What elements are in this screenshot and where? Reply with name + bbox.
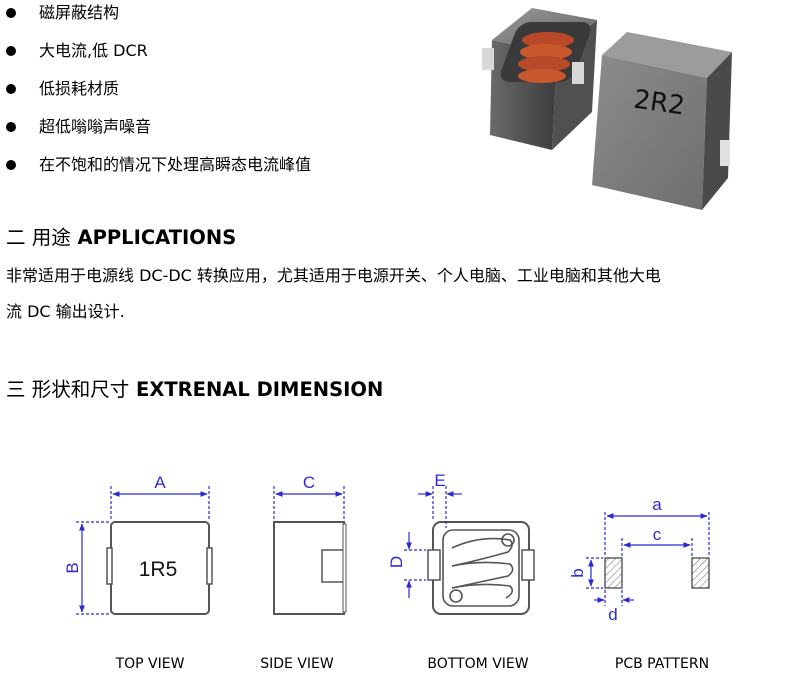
dim-label-D: D: [387, 556, 406, 568]
pcb-pattern-drawing: a c b d: [568, 495, 710, 624]
dim-label-c: c: [653, 525, 662, 544]
dim-label-b: b: [568, 568, 587, 577]
applications-heading-zh: 二 用途: [6, 226, 71, 249]
view-label-side: SIDE VIEW: [260, 656, 334, 672]
applications-line-1: 非常适用于电源线 DC-DC 转换应用，尤其适用于电源开关、个人电脑、工业电脑和…: [6, 266, 661, 285]
inductor-top-view-photo: 2R2: [592, 32, 732, 210]
feature-text: 在不饱和的情况下处理高瞬态电流峰值: [39, 155, 312, 174]
feature-item: 低损耗材质: [6, 76, 426, 114]
feature-text: 超低嗡嗡声噪音: [39, 117, 152, 136]
feature-item: 超低嗡嗡声噪音: [6, 114, 426, 152]
feature-text: 大电流,低 DCR: [39, 41, 148, 60]
bullet-icon: [6, 46, 16, 56]
dim-label-d: d: [608, 605, 617, 624]
view-label-bottom: BOTTOM VIEW: [427, 656, 529, 672]
feature-item: 大电流,低 DCR: [6, 38, 426, 76]
product-photo: 2R2: [482, 8, 732, 210]
dim-label-C: C: [303, 473, 315, 492]
bullet-icon: [6, 160, 16, 170]
inductor-bottom-view-photo: [482, 8, 597, 150]
applications-heading: 二 用途 APPLICATIONS: [6, 224, 236, 252]
bullet-icon: [6, 84, 16, 94]
dimension-drawing: 1R5 A B C: [63, 471, 710, 624]
feature-item: 磁屏蔽结构: [6, 0, 426, 38]
dimension-heading-zh: 三 形状和尺寸: [6, 378, 130, 401]
dim-label-a: a: [652, 495, 662, 514]
dimension-heading-en: EXTRENAL DIMENSION: [136, 378, 384, 401]
applications-heading-en: APPLICATIONS: [77, 226, 237, 249]
dimension-heading: 三 形状和尺寸 EXTRENAL DIMENSION: [6, 376, 383, 404]
top-marking: 1R5: [139, 558, 178, 581]
feature-list: 磁屏蔽结构 大电流,低 DCR 低损耗材质 超低嗡嗡声噪音 在不饱和的情况下处理…: [6, 0, 426, 190]
feature-text: 磁屏蔽结构: [39, 3, 120, 22]
dim-label-E: E: [434, 471, 445, 490]
bottom-view-drawing: E D: [387, 471, 535, 615]
view-label-pcb: PCB PATTERN: [614, 656, 710, 672]
applications-line-2: 流 DC 输出设计.: [6, 302, 125, 321]
feature-item: 在不饱和的情况下处理高瞬态电流峰值: [6, 152, 426, 190]
part-marking: 2R2: [632, 85, 687, 122]
view-label-top: TOP VIEW: [115, 656, 185, 672]
bullet-icon: [6, 122, 16, 132]
dim-label-B: B: [63, 562, 82, 573]
bullet-icon: [6, 8, 16, 18]
feature-text: 低损耗材质: [39, 79, 120, 98]
top-view-drawing: 1R5 A B: [63, 473, 213, 615]
side-view-drawing: C: [273, 473, 347, 615]
dim-label-A: A: [154, 473, 166, 492]
applications-text: 非常适用于电源线 DC-DC 转换应用，尤其适用于电源开关、个人电脑、工业电脑和…: [6, 258, 798, 330]
